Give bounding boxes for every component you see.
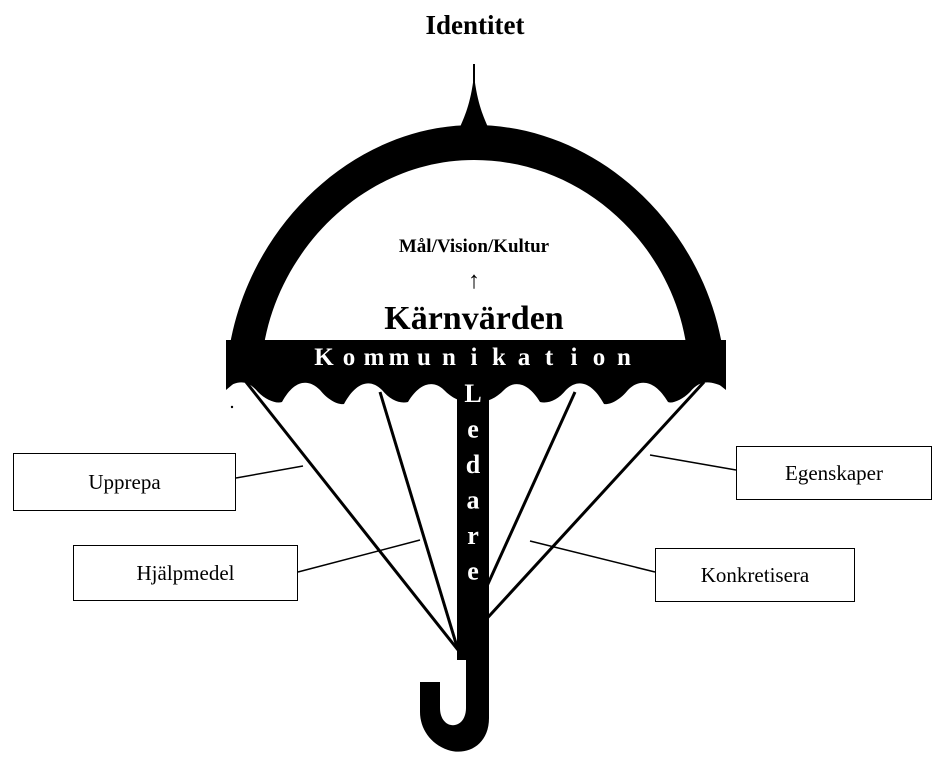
band-letter: o (343, 344, 356, 371)
band-letter: K (314, 344, 334, 371)
shaft-letter: e (467, 415, 479, 444)
stray-dot (231, 406, 233, 408)
umbrella-finial (458, 75, 490, 133)
band-letter: n (442, 344, 456, 371)
core-values-text: Kärnvärden (384, 300, 564, 337)
diagram-title: Identitet (426, 10, 525, 40)
band-letter: m (389, 344, 410, 371)
shaft-letter: L (464, 379, 481, 408)
connector-hjalpmedel (298, 540, 420, 572)
connector-konkretisera (530, 541, 655, 572)
band-letter: a (518, 344, 531, 371)
band-letter: k (492, 344, 506, 371)
shaft-letter: d (466, 450, 481, 479)
label-egenskaper: Egenskaper (736, 446, 932, 500)
band-letter: u (417, 344, 431, 371)
rib-far-right (458, 382, 704, 650)
label-hjalpmedel: Hjälpmedel (73, 545, 298, 601)
up-arrow: ↑ (468, 268, 480, 294)
band-letter: n (617, 344, 631, 371)
band-letter: m (364, 344, 385, 371)
band-letter: i (471, 344, 478, 371)
label-upprepa: Upprepa (13, 453, 236, 511)
band-letter: o (593, 344, 606, 371)
band-letter: t (545, 344, 554, 371)
rib-far-left (246, 382, 458, 650)
goal-vision-culture-text: Mål/Vision/Kultur (399, 236, 550, 257)
rib-left (380, 392, 458, 650)
shaft-letter: r (467, 521, 479, 550)
connector-upprepa (236, 466, 303, 478)
shaft-letter: a (467, 486, 480, 515)
shaft-letter: e (467, 557, 479, 586)
label-konkretisera: Konkretisera (655, 548, 855, 602)
umbrella-handle (420, 655, 489, 752)
band-letter: i (571, 344, 578, 371)
umbrella-shaft (457, 370, 489, 660)
connector-egenskaper (650, 455, 736, 470)
